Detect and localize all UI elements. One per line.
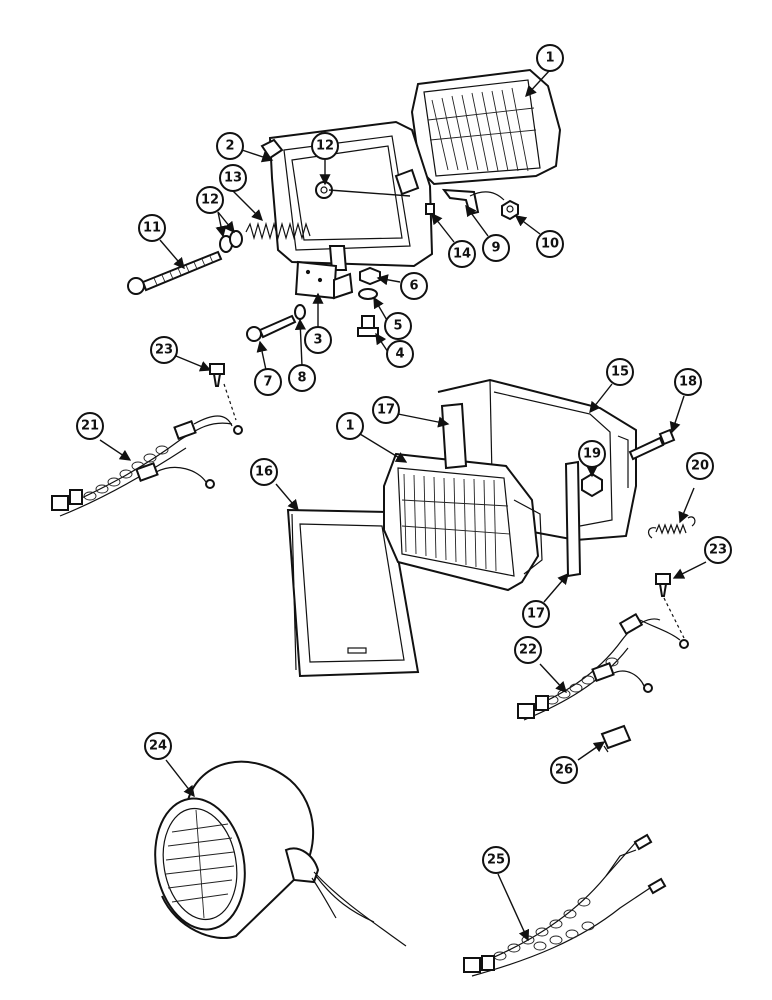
- callout-23-left: 23: [150, 336, 178, 364]
- callout-4: 4: [386, 340, 414, 368]
- callout-8: 8: [288, 364, 316, 392]
- clip-14: [425, 203, 435, 215]
- svg-text:17: 17: [527, 607, 545, 622]
- svg-text:12: 12: [316, 139, 334, 154]
- callout-25: 25: [482, 846, 510, 874]
- svg-text:12: 12: [201, 193, 219, 208]
- svg-text:15: 15: [611, 365, 629, 380]
- callout-23-right: 23: [704, 536, 732, 564]
- lamp-frame-16: [286, 508, 420, 678]
- callout-20: 20: [686, 452, 714, 480]
- svg-text:23: 23: [155, 343, 173, 358]
- svg-text:5: 5: [393, 319, 402, 334]
- svg-text:3: 3: [313, 333, 322, 348]
- svg-text:21: 21: [81, 419, 99, 434]
- washer-5: [358, 288, 378, 300]
- callout-6: 6: [400, 272, 428, 300]
- callout-12-top: 12: [311, 132, 339, 160]
- svg-text:20: 20: [691, 459, 709, 474]
- bracket-9: [441, 188, 505, 216]
- lock-nut-6: [359, 266, 381, 286]
- svg-text:11: 11: [143, 221, 161, 236]
- svg-text:1: 1: [345, 419, 354, 434]
- callout-17-top: 17: [372, 396, 400, 424]
- round-lamp-24: [154, 760, 407, 947]
- callout-5: 5: [384, 312, 412, 340]
- svg-text:16: 16: [255, 465, 273, 480]
- svg-text:19: 19: [583, 447, 601, 462]
- svg-text:26: 26: [555, 763, 573, 778]
- screw-4: [357, 315, 379, 337]
- washers-12: [219, 230, 243, 253]
- screw-18: [628, 428, 676, 461]
- callout-13: 13: [219, 164, 247, 192]
- callout-17-bottom: 17: [522, 600, 550, 628]
- callout-18: 18: [674, 368, 702, 396]
- svg-text:6: 6: [409, 279, 418, 294]
- svg-text:10: 10: [541, 237, 559, 252]
- callout-2: 2: [216, 132, 244, 160]
- bolt-7: [246, 314, 297, 342]
- callout-11: 11: [138, 214, 166, 242]
- spring-13: [245, 221, 311, 241]
- svg-text:18: 18: [679, 375, 697, 390]
- svg-text:13: 13: [224, 171, 242, 186]
- ground-screw-23-left: [209, 363, 225, 387]
- washer-8: [294, 304, 306, 320]
- callout-21: 21: [76, 412, 104, 440]
- svg-text:2: 2: [225, 139, 234, 154]
- svg-text:14: 14: [453, 247, 471, 262]
- svg-text:1: 1: [545, 51, 554, 66]
- wiring-harness-22: [517, 597, 689, 721]
- svg-text:25: 25: [487, 853, 505, 868]
- ground-screw-23-right: [655, 573, 671, 597]
- mount-bracket-3: [294, 260, 354, 300]
- callout-14: 14: [448, 240, 476, 268]
- callout-1-lower: 1: [336, 412, 364, 440]
- svg-text:17: 17: [377, 403, 395, 418]
- leader-lines: [99, 69, 707, 942]
- callout-7: 7: [254, 368, 282, 396]
- adjuster-19: [581, 472, 603, 498]
- callout-3: 3: [304, 326, 332, 354]
- callout-19: 19: [578, 440, 606, 468]
- svg-text:8: 8: [297, 371, 306, 386]
- callout-24: 24: [144, 732, 172, 760]
- spring-20: [647, 516, 696, 539]
- svg-text:9: 9: [491, 241, 500, 256]
- callout-12-left: 12: [196, 186, 224, 214]
- rubber-strip-17-right: [564, 460, 582, 578]
- callout-26: 26: [550, 756, 578, 784]
- svg-text:23: 23: [709, 543, 727, 558]
- wiring-harness-21: [51, 383, 243, 517]
- lamp-insert-upper: [410, 68, 562, 186]
- callout-10: 10: [536, 230, 564, 258]
- callout-22: 22: [514, 636, 542, 664]
- wiring-harness-25: [463, 833, 667, 977]
- rubber-strip-17-left: [440, 402, 468, 470]
- callout-9: 9: [482, 234, 510, 262]
- svg-text:22: 22: [519, 643, 537, 658]
- clip-26: [600, 724, 632, 753]
- svg-text:4: 4: [395, 347, 404, 362]
- lamp-insert-lower: [383, 452, 543, 592]
- nut-10: [501, 199, 519, 221]
- callout-1-upper: 1: [536, 44, 564, 72]
- mounting-bolt-11: [127, 250, 223, 295]
- svg-text:7: 7: [263, 375, 272, 390]
- callout-16: 16: [250, 458, 278, 486]
- svg-text:24: 24: [149, 739, 167, 754]
- callout-15: 15: [606, 358, 634, 386]
